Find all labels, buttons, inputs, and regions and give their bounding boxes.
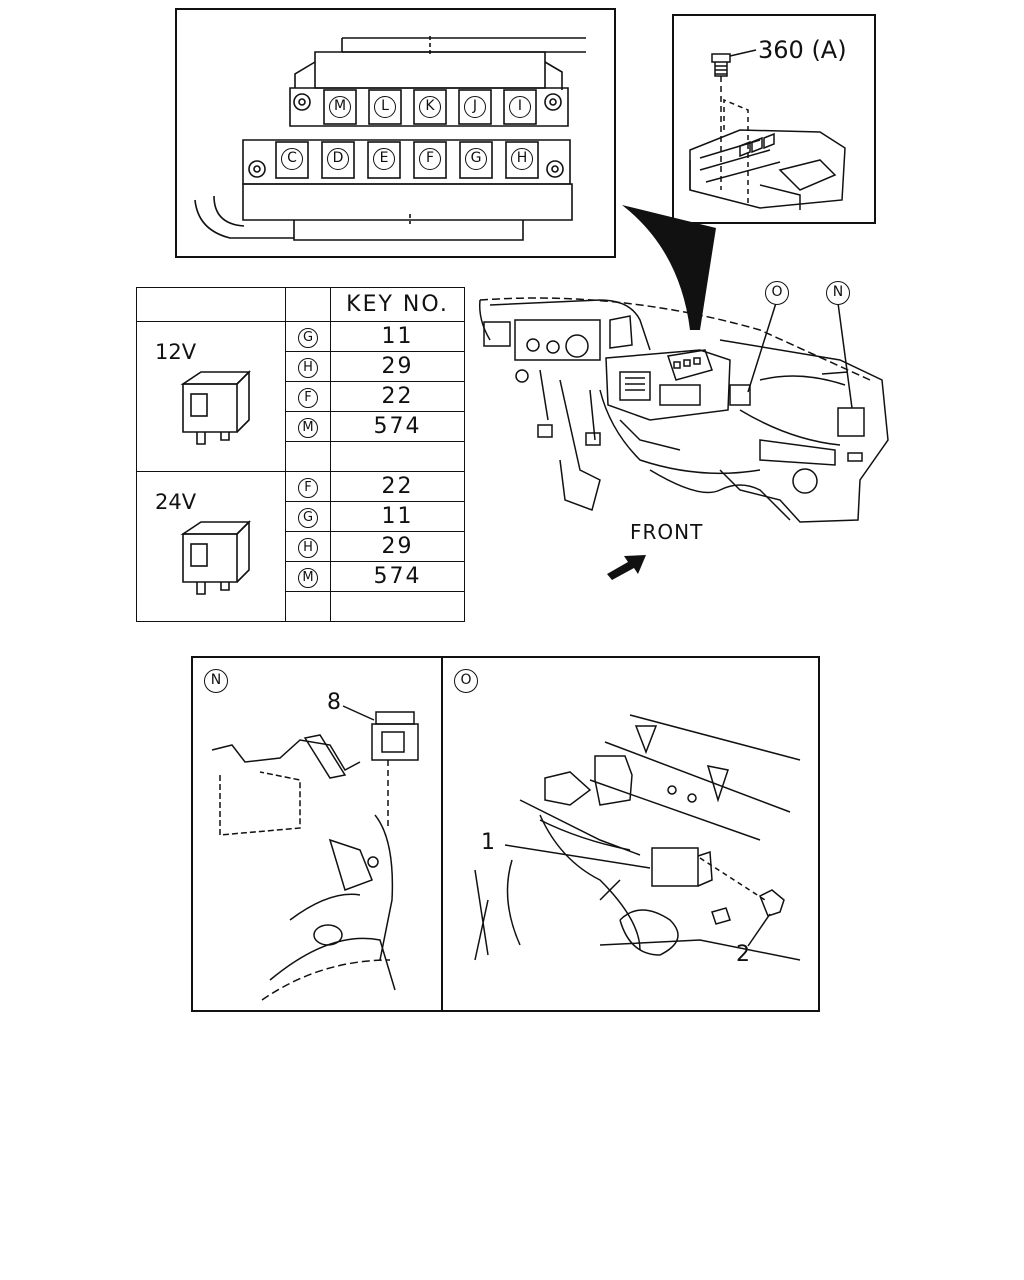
relay-12v-key-3: 574 (330, 411, 465, 442)
voltage-label-12v: 12V (155, 340, 197, 364)
callout-n: N (826, 281, 850, 305)
relay-slot-l: L (374, 96, 396, 118)
detail-n-part-label: 8 (327, 690, 341, 715)
relay-12v-key-0: 11 (330, 321, 465, 352)
front-label: FRONT (630, 520, 704, 544)
key-no-header: KEY NO. (330, 287, 465, 322)
relay-24v-icon (180, 520, 251, 595)
relay-24v-key-2: 29 (330, 531, 465, 562)
relay-24v-code-3: M (298, 567, 318, 588)
relay-12v-code-0: G (298, 327, 318, 348)
voltage-label-24v: 24V (155, 490, 197, 514)
relay-slot-d: D (327, 148, 349, 170)
relay-slot-k: K (419, 96, 441, 118)
relay-12v-cell: 12V (136, 321, 286, 472)
detail-o-part-1-label: 1 (481, 830, 495, 855)
relay-slot-m: M (329, 96, 351, 118)
relay-12v-icon (180, 370, 251, 445)
relay-12v-code-1: H (298, 357, 318, 378)
relay-24v-key-1: 11 (330, 501, 465, 532)
detail-n-panel (191, 656, 443, 1012)
relay-24v-code-1: G (298, 507, 318, 528)
relay-24v-cell: 24V (136, 471, 286, 622)
detail-n-tag: N (204, 669, 228, 693)
callout-o: O (765, 281, 789, 305)
relay-slot-i: I (509, 96, 531, 118)
relay-slot-j: J (464, 96, 486, 118)
relay-12v-key-1: 29 (330, 351, 465, 382)
relay-24v-key-0: 22 (330, 471, 465, 502)
detail-a-callout: 360 (A) (758, 36, 847, 64)
connector-detail-panel (175, 8, 616, 258)
relay-slot-e: E (373, 148, 395, 170)
relay-slot-f: F (419, 148, 441, 170)
relay-key-table: KEY NO. 12V G 11 H 29 F 22 M 574 (136, 287, 465, 622)
relay-slot-h: H (511, 148, 533, 170)
detail-o-tag: O (454, 669, 478, 693)
relay-12v-code-3: M (298, 417, 318, 438)
detail-o-panel (441, 656, 820, 1012)
relay-24v-code-2: H (298, 537, 318, 558)
relay-slot-g: G (465, 148, 487, 170)
relay-24v-code-0: F (298, 477, 318, 498)
relay-12v-code-2: F (298, 387, 318, 408)
detail-o-part-2-label: 2 (736, 942, 750, 967)
relay-slot-c: C (281, 148, 303, 170)
relay-24v-key-3: 574 (330, 561, 465, 592)
relay-12v-key-2: 22 (330, 381, 465, 412)
